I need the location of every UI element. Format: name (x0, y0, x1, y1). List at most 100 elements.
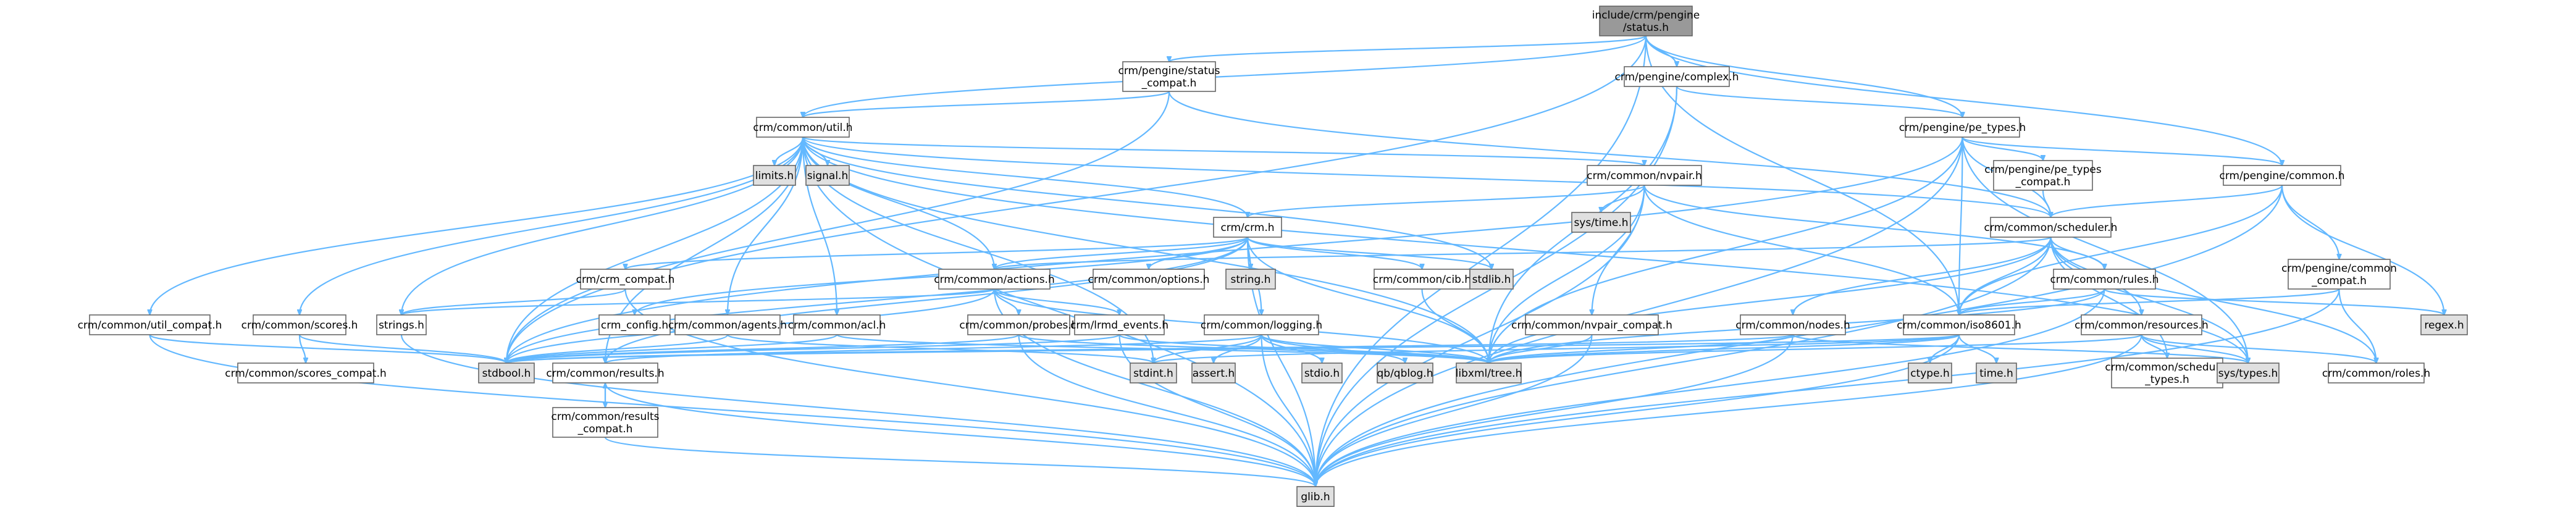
edge-rules-to-regex (2104, 288, 2444, 315)
node-pe-types-compat[interactable]: crm/pengine/pe_types_compat.h (1984, 160, 2102, 191)
edge-nvpair-to-libxml_tree (1489, 185, 1645, 363)
edge-crm-to-actions (994, 237, 1249, 269)
node-box (2288, 259, 2391, 290)
node-box (1469, 269, 1514, 290)
node-box (89, 314, 211, 335)
edge-agents-to-stdbool (506, 334, 729, 363)
edge-pe_types-to-glib (1315, 136, 1963, 487)
node-pe-types[interactable]: crm/pengine/pe_types.h (1899, 117, 2026, 138)
edge-nodes-to-glib (1315, 334, 1794, 487)
edge-nodes-to-libxml_tree (1489, 333, 1794, 363)
node-actions[interactable]: crm/common/actions.h (934, 269, 1055, 290)
edge-pcommon_compat-to-glib (1315, 288, 2340, 487)
edge-pe_types-to-pcommon (1961, 136, 2283, 166)
node-crm-compat[interactable]: crm/crm_compat.h (576, 269, 675, 290)
node-box (1130, 362, 1177, 383)
edge-iso8601-to-libxml_tree (1489, 333, 1960, 363)
node-complex[interactable]: crm/pengine/complex.h (1614, 66, 1739, 87)
node-probes[interactable]: crm/common/probes.h (959, 314, 1078, 335)
node-label: crm/pengine/common (2281, 262, 2397, 275)
node-box (938, 269, 1051, 290)
edge-scheduler-to-systypes (2050, 237, 2249, 363)
edge-pcommon-to-regex (2281, 185, 2444, 315)
node-crm[interactable]: crm/crm.h (1213, 217, 1282, 238)
node-scores[interactable]: crm/common/scores.h (241, 314, 358, 335)
edge-actions-to-strings (401, 288, 996, 315)
edge-complex-to-pe_types (1676, 85, 1963, 117)
node-time: time.h (1976, 362, 2017, 383)
edge-scores-to-scores_compat (298, 334, 306, 363)
node-label: include/crm/pengine (1592, 9, 1700, 22)
node-nodes[interactable]: crm/common/nodes.h (1735, 314, 1850, 335)
node-scores-compat[interactable]: crm/common/scores_compat.h (225, 362, 387, 383)
node-results-compat[interactable]: crm/common/results_compat.h (551, 407, 660, 438)
node-acl[interactable]: crm/common/acl.h (788, 314, 886, 335)
node-lrmd-events[interactable]: crm/lrmd_events.h (1070, 314, 1168, 335)
node-agents[interactable]: crm/common/agents.h (668, 314, 787, 335)
edge-rules-to-glib (1315, 288, 2105, 487)
node-label: crm/common/agents.h (668, 319, 787, 332)
node-box (1225, 269, 1276, 290)
node-box (2053, 269, 2156, 290)
node-label: assert.h (1193, 367, 1235, 380)
edge-rules-to-iso8601 (1959, 288, 2105, 315)
node-label: crm/common/logging.h (1201, 319, 1322, 332)
edge-strings-to-glib (400, 334, 1315, 487)
node-label: _compat.h (1141, 77, 1197, 90)
node-qblog: qb/qblog.h (1377, 362, 1433, 383)
node-box (2328, 362, 2425, 383)
node-util-compat[interactable]: crm/common/util_compat.h (78, 314, 222, 335)
node-box (2420, 314, 2468, 335)
edge-pcommon-to-pcommon_compat (2281, 185, 2339, 259)
edge-logging-to-glib (1261, 334, 1316, 487)
edge-util-to-glib (802, 136, 1315, 487)
node-scheduler[interactable]: crm/common/scheduler.h (1984, 217, 2118, 238)
node-iso8601[interactable]: crm/common/iso8601.h (1897, 314, 2021, 335)
node-nvpair[interactable]: crm/common/nvpair.h (1587, 165, 1702, 186)
node-label: crm/crm_compat.h (576, 274, 675, 286)
node-box (580, 269, 671, 290)
node-nvpair-compat[interactable]: crm/common/nvpair_compat.h (1511, 314, 1672, 335)
node-box (1599, 6, 1693, 36)
edge-nvpair-to-glib (1315, 185, 1645, 487)
node-label: _types.h (2144, 374, 2189, 386)
node-label: strings.h (379, 319, 424, 332)
node-cib[interactable]: crm/common/cib.h (1373, 269, 1471, 290)
edge-iso8601-to-stdint (1154, 333, 1960, 363)
edge-iso8601-to-glib (1315, 334, 1960, 487)
node-label: libxml/tree.h (1456, 367, 1522, 380)
node-box (2223, 165, 2341, 186)
node-rules[interactable]: crm/common/rules.h (2050, 269, 2159, 290)
node-results[interactable]: crm/common/results.h (546, 362, 665, 383)
edge-logging-to-qblog (1261, 334, 1406, 363)
node-scheduler-types[interactable]: crm/common/scheduler_types.h (2105, 358, 2230, 388)
node-status-compat[interactable]: crm/pengine/status_compat.h (1118, 61, 1220, 92)
node-label: crm/common/scheduler (2105, 361, 2229, 374)
node-box (1587, 165, 1702, 186)
edge-root-to-pe_types (1645, 35, 1963, 117)
node-label: /status.h (1623, 22, 1669, 34)
node-root[interactable]: include/crm/pengine/status.h (1592, 6, 1700, 36)
node-label: _compat.h (2015, 176, 2071, 188)
node-strings[interactable]: strings.h (376, 314, 427, 335)
node-util[interactable]: crm/common/util.h (753, 117, 853, 138)
node-resources[interactable]: crm/common/resources.h (2075, 314, 2209, 335)
node-crm-config[interactable]: crm_config.h (598, 314, 671, 335)
edge-scheduler-to-rules (2050, 237, 2105, 269)
edge-crm-to-stdbool (506, 237, 1249, 363)
node-roles[interactable]: crm/common/roles.h (2322, 362, 2430, 383)
node-regex: regex.h (2420, 314, 2468, 335)
edge-scheduler-to-libxml_tree (1489, 237, 2052, 363)
edge-scores-to-stdbool (298, 334, 506, 363)
node-label: time.h (1979, 367, 2013, 380)
edge-pcommon-to-iso8601 (1959, 185, 2283, 315)
node-string: string.h (1225, 269, 1276, 290)
node-pcommon-compat[interactable]: crm/pengine/common_compat.h (2281, 259, 2397, 290)
node-options[interactable]: crm/common/options.h (1088, 269, 1210, 290)
node-label: crm/pengine/pe_types (1984, 164, 2102, 176)
node-logging[interactable]: crm/common/logging.h (1201, 314, 1322, 335)
edge-util-to-util_compat (150, 136, 804, 315)
edge-crm-to-libxml_tree (1246, 237, 1489, 363)
node-pcommon[interactable]: crm/pengine/common.h (2219, 165, 2345, 186)
node-label: stdint.h (1133, 367, 1173, 380)
